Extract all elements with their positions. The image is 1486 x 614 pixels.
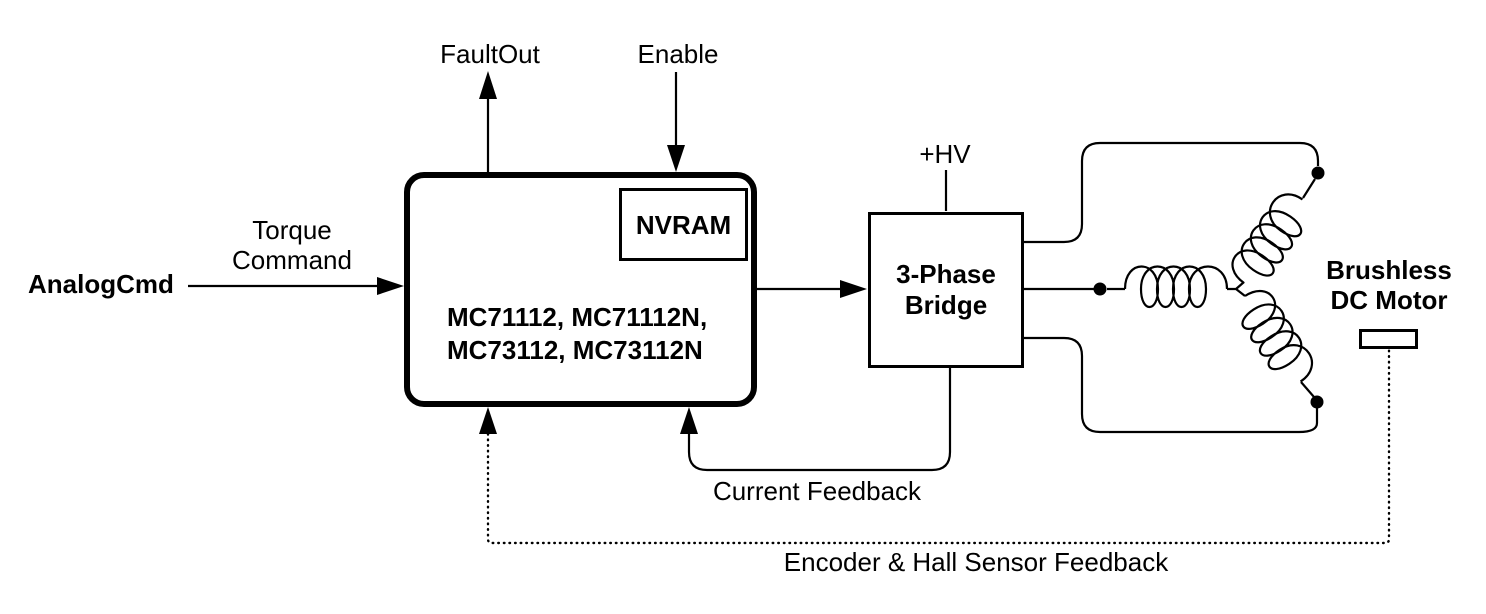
analog-cmd-label: AnalogCmd [28,269,174,299]
torque-command-line2: Command [232,245,352,275]
motor-label-line1: Brushless [1326,255,1452,285]
current-feedback-label: Current Feedback [712,476,922,506]
fault-out-arrow [479,71,497,172]
nvram-box: NVRAM [619,188,748,261]
motor-symbol-box [1359,329,1418,349]
enable-arrow [667,72,685,172]
three-phase-bridge-box: 3-Phase Bridge [868,212,1024,368]
torque-command-label: Torque Command [232,215,352,275]
torque-command-arrow [188,277,404,295]
three-phase-bridge-label: 3-Phase Bridge [896,259,996,321]
controller-label-line1: MC71112, MC71112N, [447,302,708,332]
controller-label: MC71112, MC71112N, MC73112, MC73112N [447,301,707,367]
motor-label-line2: DC Motor [1330,285,1448,315]
phase-b-wire [1024,265,1246,309]
phase-a-wire [1024,141,1325,295]
controller-label-line2: MC73112, MC73112N [447,335,703,365]
torque-command-line1: Torque [252,215,332,245]
bridge-label-line1: 3-Phase [896,259,996,289]
nvram-label: NVRAM [635,209,732,240]
encoder-feedback-label: Encoder & Hall Sensor Feedback [783,547,1169,577]
bridge-label-line2: Bridge [904,290,988,320]
fault-out-label: FaultOut [440,39,540,69]
hv-label: +HV [919,139,971,169]
phase-c-wire [1024,282,1324,434]
enable-label: Enable [637,39,719,69]
motor-label: Brushless DC Motor [1326,255,1452,315]
controller-to-bridge-arrow [757,280,867,298]
